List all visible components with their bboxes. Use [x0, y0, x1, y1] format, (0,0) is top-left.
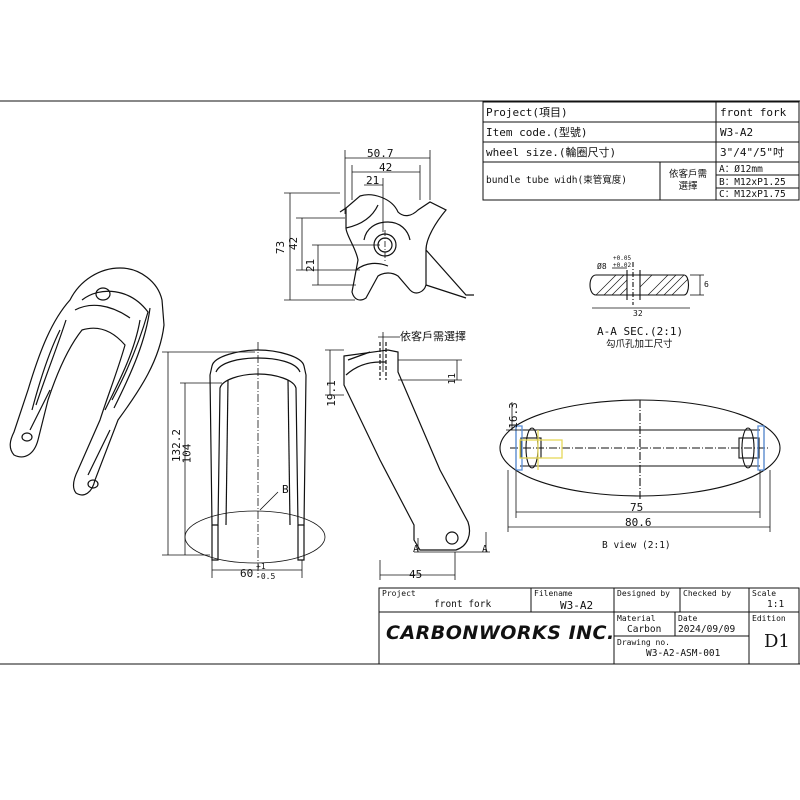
front-view-dims	[162, 342, 326, 578]
dim-top-w1: 50.7	[367, 147, 394, 160]
section-aa	[589, 262, 704, 309]
spec-bundle-tube-note: 依客戶需選擇	[668, 169, 707, 192]
top-view-dims	[284, 150, 431, 301]
detail-tag-b: B	[282, 483, 289, 496]
spec-option-c: C：M12xP1.75	[719, 189, 786, 200]
dim-aa-len: 32	[633, 309, 643, 318]
spec-wheel-size-value: 3"/4"/5"吋	[720, 146, 784, 159]
tb-material-label: Material	[617, 614, 656, 623]
dim-side-h2: 11	[446, 373, 458, 385]
side-view-note: 依客戶需選擇	[400, 330, 466, 343]
spec-item-code-value: W3-A2	[720, 126, 754, 139]
side-view-dims	[325, 332, 490, 580]
spec-wheel-size-label: wheel size.(輪圈尺寸)	[486, 146, 617, 159]
b-view-title: B view (2:1)	[602, 540, 671, 551]
dim-top-w3: 21	[366, 174, 380, 187]
tb-drawing-label: Drawing no.	[617, 638, 670, 647]
tb-filename: W3-A2	[560, 599, 594, 612]
dim-top-h2: 42	[287, 236, 301, 251]
tb-drawing-no: W3-A2-ASM-001	[646, 648, 721, 659]
tb-checked-label: Checked by	[683, 589, 732, 598]
spec-bundle-tube-label: bundle tube widh(束管寬度)	[486, 175, 627, 186]
fork-3d-sketch	[9, 267, 165, 496]
tb-edition-label: Edition	[752, 614, 786, 623]
spec-option-b: B：M12xP1.25	[719, 177, 786, 188]
side-view	[343, 342, 471, 551]
dim-top-h3: 21	[304, 258, 318, 273]
section-aa-subtitle: 勾爪孔加工尺寸	[606, 339, 673, 350]
tb-scale: 1:1	[767, 599, 785, 610]
spec-project-value: front fork	[720, 106, 787, 119]
top-view	[339, 194, 474, 301]
tb-designed-label: Designed by	[617, 589, 670, 598]
spec-table	[482, 101, 800, 201]
dim-aa-tol-upper: +0.05	[613, 255, 632, 262]
dim-b-h: 16.3	[506, 402, 520, 429]
b-view-dims	[506, 402, 771, 532]
tb-project-label: Project	[382, 589, 416, 598]
title-block	[378, 587, 800, 665]
tb-date: 2024/09/09	[678, 624, 736, 635]
dim-top-h1: 73	[274, 240, 288, 255]
front-view	[209, 349, 307, 561]
tb-date-label: Date	[678, 614, 698, 623]
tb-project: front fork	[434, 599, 492, 610]
b-view-highlights	[515, 425, 765, 471]
dim-aa-thk: 6	[704, 280, 709, 289]
dim-b-w1: 75	[630, 501, 644, 514]
tb-scale-label: Scale	[752, 589, 777, 598]
section-tag-a-right: A	[482, 544, 488, 555]
b-view	[499, 399, 781, 500]
tb-edition: D1	[764, 631, 790, 652]
tb-material: Carbon	[627, 624, 662, 635]
dim-front-h2: 104	[180, 443, 194, 464]
dim-front-tol-upper: +1	[256, 562, 266, 571]
tb-filename-label: Filename	[534, 589, 573, 598]
dim-top-w2: 42	[379, 161, 393, 174]
dim-front-tol-lower: -0.5	[256, 572, 276, 581]
dim-side-h: 19.1	[324, 380, 338, 407]
dim-side-w: 45	[409, 568, 423, 581]
dim-b-w2: 80.6	[625, 516, 652, 529]
section-tag-a-left: A	[413, 544, 419, 555]
dim-front-w: 60	[240, 567, 254, 580]
company-logo: CARBONWORKS INC.	[386, 622, 615, 644]
section-aa-title: A-A SEC.(2:1)	[597, 325, 684, 338]
dim-aa-tol-lower: +0.02	[613, 262, 632, 269]
spec-item-code-label: Item code.(型號)	[486, 126, 588, 139]
spec-option-a: A：Ø12mm	[719, 164, 763, 175]
dim-aa-dia: Ø8	[597, 262, 607, 271]
spec-project-label: Project(項目)	[486, 106, 568, 119]
